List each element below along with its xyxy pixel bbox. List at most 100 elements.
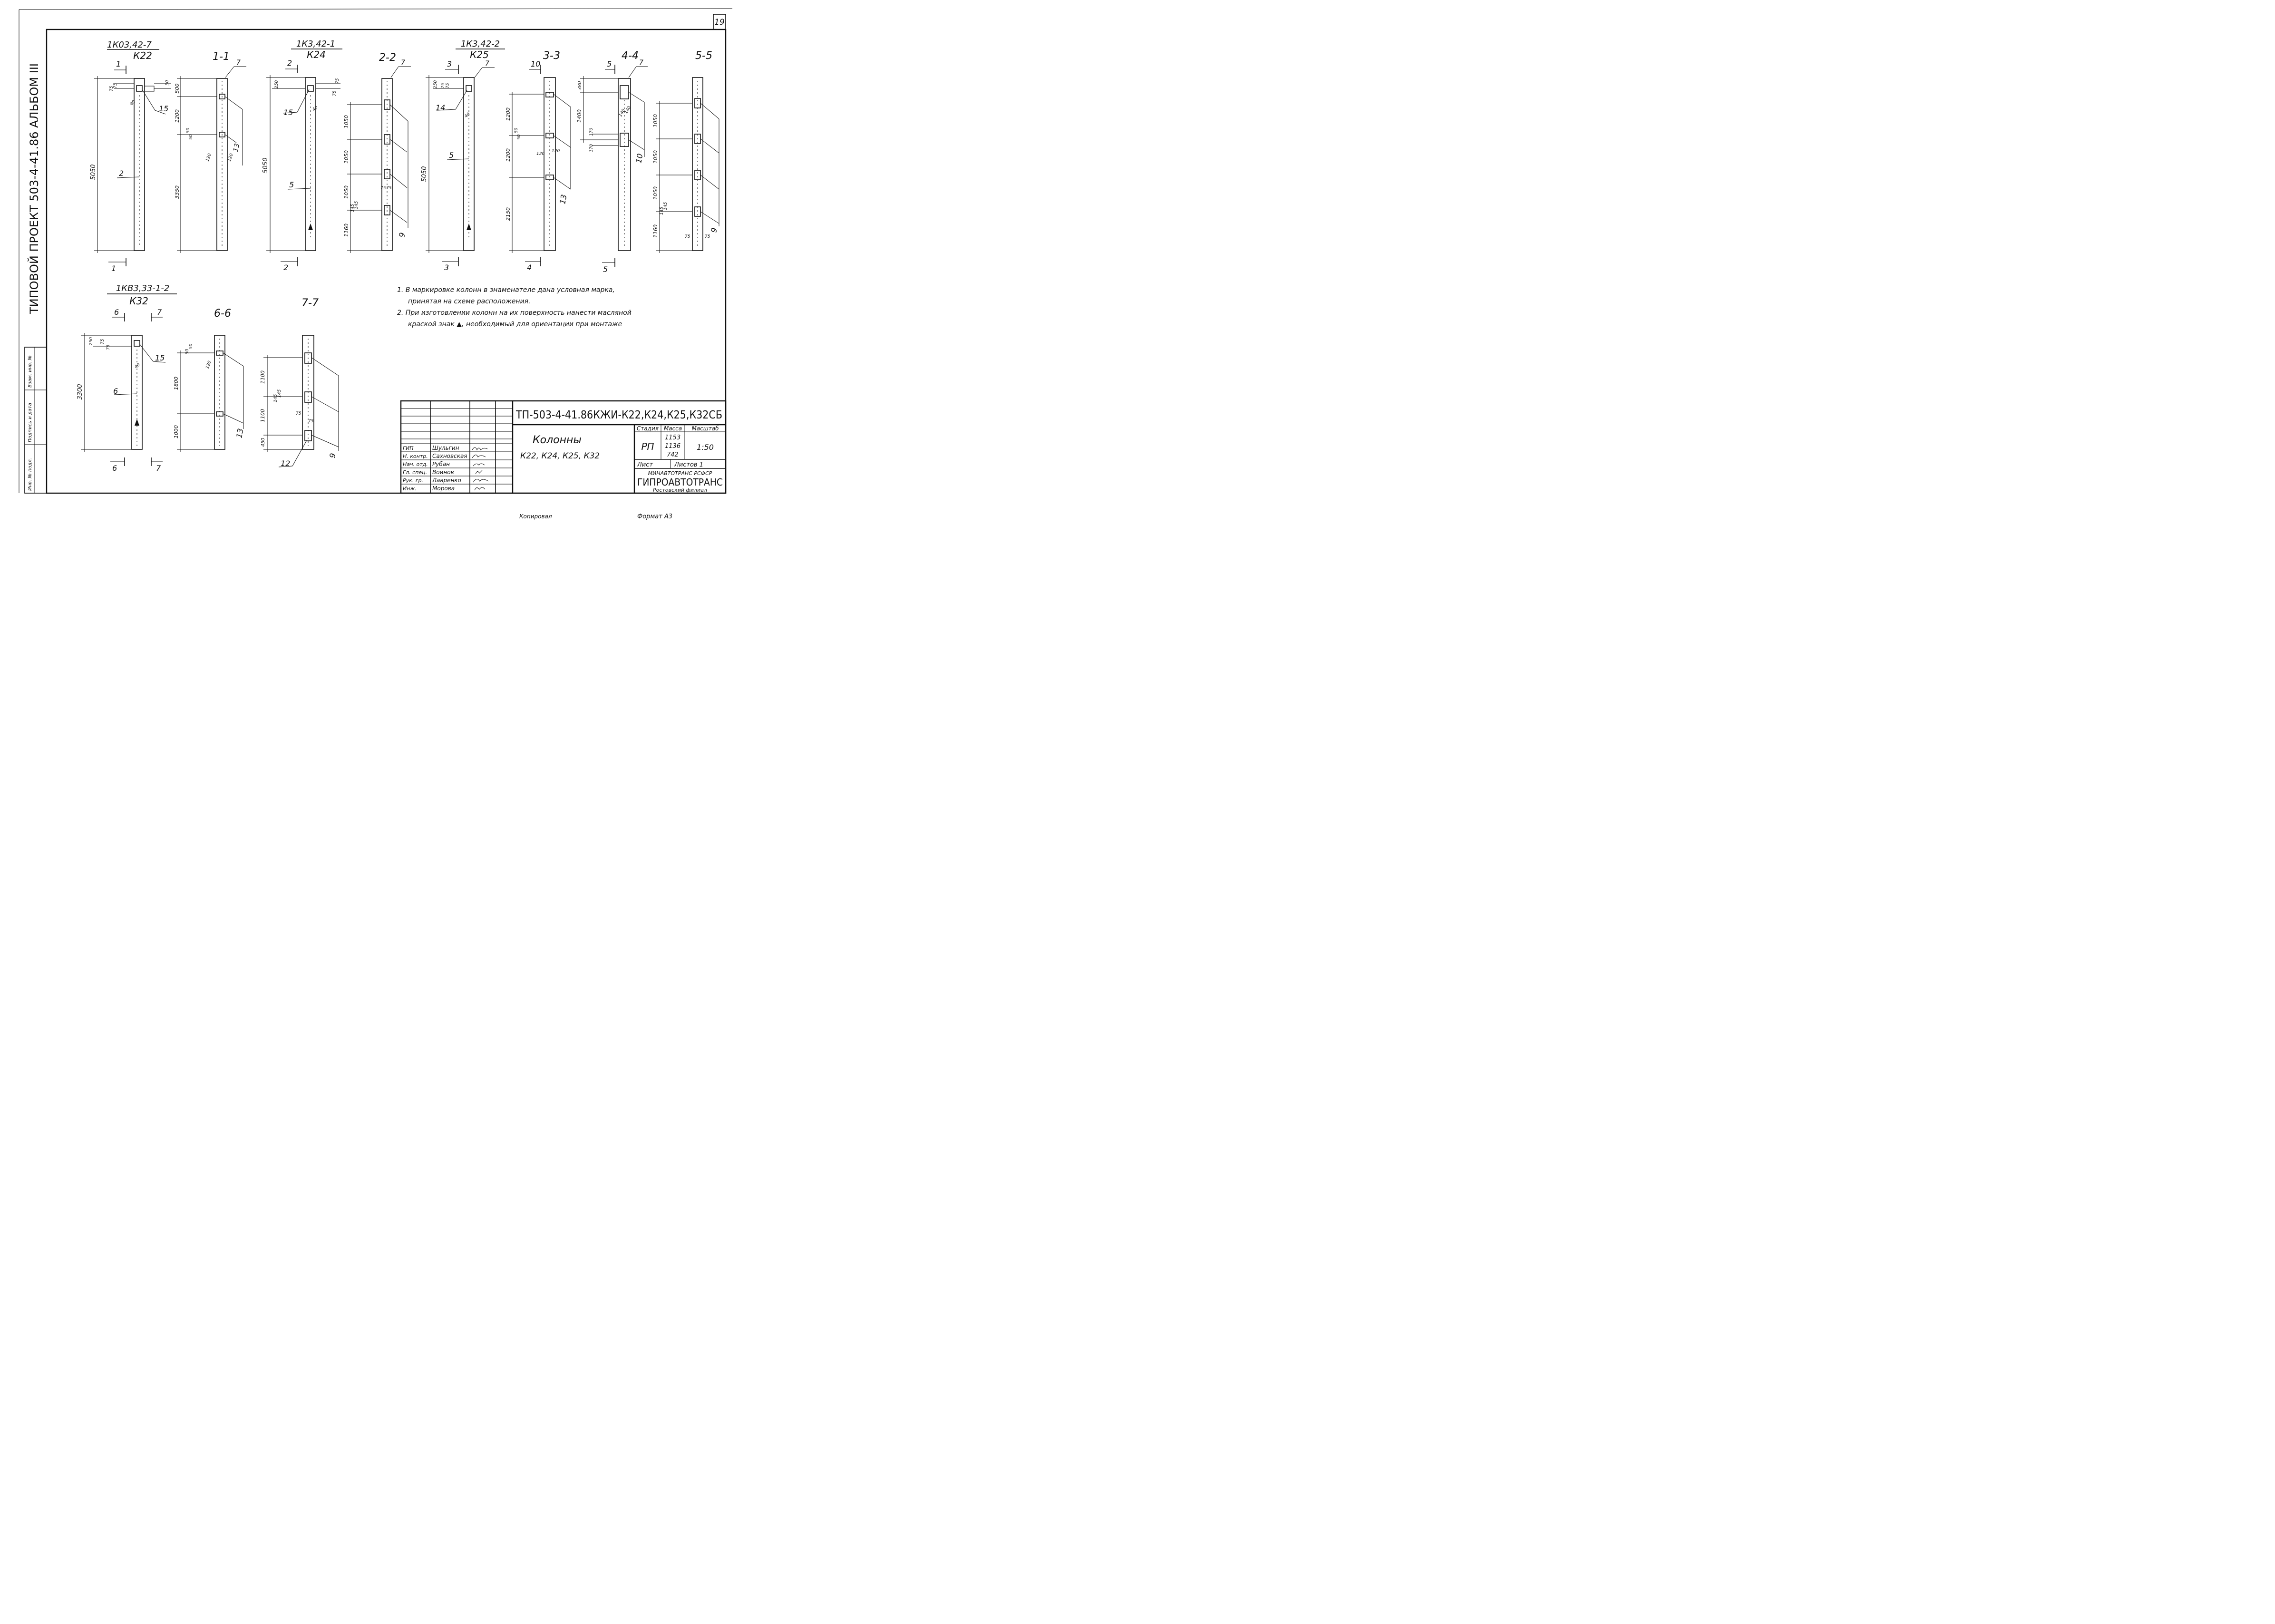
svg-text:7: 7 <box>485 60 489 68</box>
svg-text:5050: 5050 <box>262 157 269 173</box>
svg-text:1200: 1200 <box>505 107 511 121</box>
svg-text:15: 15 <box>159 104 168 113</box>
sheet-number-box <box>713 14 726 30</box>
drawing-sheet: 19 ТИПОВОЙ ПРОЕКТ 503-4-41.86 АЛЬБОМ III… <box>19 8 733 520</box>
svg-text:10: 10 <box>634 153 644 164</box>
svg-text:250: 250 <box>89 337 94 345</box>
svg-text:170: 170 <box>589 144 594 152</box>
svg-text:1050: 1050 <box>343 185 350 199</box>
svg-text:6: 6 <box>112 464 117 473</box>
note-1-cont: принятая на схеме расположения. <box>408 298 530 305</box>
svg-text:40: 40 <box>129 99 136 107</box>
svg-text:Сахновская: Сахновская <box>432 453 467 459</box>
svg-text:3: 3 <box>447 59 452 68</box>
svg-text:75: 75 <box>308 419 314 424</box>
svg-text:75: 75 <box>380 186 386 191</box>
svg-text:9: 9 <box>328 452 337 458</box>
stage-value: РП <box>641 441 654 452</box>
section-5-5: 5-5 1050 1050 1050 1160 145 145 75 75 9 <box>652 50 719 253</box>
svg-text:4: 4 <box>527 263 532 272</box>
svg-text:145: 145 <box>350 204 355 212</box>
svg-text:1800: 1800 <box>173 377 179 390</box>
svg-text:380: 380 <box>577 81 583 90</box>
svg-text:5: 5 <box>289 180 294 189</box>
svg-text:7: 7 <box>157 308 162 317</box>
svg-text:120: 120 <box>205 153 212 162</box>
column-k22: 1К03,42-7 К22 5050 75 75 50 40 15 2 1 1 <box>90 40 171 273</box>
svg-text:1000: 1000 <box>173 425 179 438</box>
svg-text:Инж.: Инж. <box>403 486 417 492</box>
svg-text:50: 50 <box>189 343 194 349</box>
svg-text:5: 5 <box>449 151 454 160</box>
org-branch: Ростовский филиал <box>653 487 707 493</box>
section-1-1: 1-1 7 500 1200 3350 50 50 120 120 13 <box>174 51 246 253</box>
svg-text:Подпись и дата: Подпись и дата <box>28 403 33 442</box>
svg-text:1160: 1160 <box>343 224 350 237</box>
side-stamp: Инв. № подл. Подпись и дата Взам. инв. № <box>24 347 47 494</box>
mass-value-3: 742 <box>667 451 679 458</box>
svg-text:75: 75 <box>100 339 105 344</box>
svg-text:50: 50 <box>189 134 194 140</box>
handwritten-signatures <box>472 447 489 491</box>
svg-text:1К3,42-2: 1К3,42-2 <box>461 39 500 49</box>
svg-text:2-2: 2-2 <box>379 52 396 64</box>
svg-text:1: 1 <box>116 59 121 68</box>
mass-value-1: 1153 <box>665 434 681 441</box>
svg-text:1100: 1100 <box>260 409 266 422</box>
svg-text:1К3,42-1: 1К3,42-1 <box>296 39 335 49</box>
svg-text:3300: 3300 <box>77 384 84 399</box>
svg-text:3: 3 <box>444 263 449 272</box>
svg-text:1: 1 <box>111 264 116 273</box>
svg-text:75: 75 <box>296 411 301 416</box>
svg-text:75: 75 <box>705 234 710 239</box>
svg-text:ГИП: ГИП <box>403 445 414 451</box>
svg-text:7: 7 <box>639 59 643 67</box>
scale-value: 1:50 <box>697 443 714 452</box>
svg-text:50: 50 <box>185 349 190 354</box>
svg-text:500: 500 <box>174 84 180 94</box>
format-label: Формат А3 <box>637 513 672 520</box>
svg-text:6: 6 <box>113 387 118 396</box>
top-edge-line <box>19 8 733 10</box>
svg-text:Воинов: Воинов <box>432 469 454 476</box>
svg-text:50: 50 <box>165 80 170 86</box>
section-6-6: 6-6 50 50 1800 1000 120 13 <box>173 308 245 452</box>
sheet-number: 19 <box>714 18 725 27</box>
svg-text:75: 75 <box>386 186 392 191</box>
svg-text:50: 50 <box>517 134 522 140</box>
drawing-name: Колонны <box>533 434 582 446</box>
svg-text:12: 12 <box>281 459 290 468</box>
sheet-frame <box>46 29 727 494</box>
svg-text:9: 9 <box>709 227 719 233</box>
svg-text:13: 13 <box>558 194 568 204</box>
svg-text:6: 6 <box>114 308 119 317</box>
svg-text:7: 7 <box>156 464 161 473</box>
svg-text:Рубан: Рубан <box>432 461 450 467</box>
svg-text:75: 75 <box>109 86 114 91</box>
svg-text:К24: К24 <box>307 49 326 60</box>
svg-text:50: 50 <box>514 127 519 133</box>
mass-value-2: 1136 <box>665 443 681 450</box>
svg-text:1200: 1200 <box>505 148 511 162</box>
svg-text:1050: 1050 <box>652 150 659 164</box>
section-3-3: 3-3 1200 1200 2150 50 50 120 120 13 10 4 <box>505 50 571 272</box>
svg-text:1-1: 1-1 <box>213 51 230 63</box>
note-1: 1. В маркировке колонн в знаменателе дан… <box>397 286 615 294</box>
svg-text:40: 40 <box>464 112 471 119</box>
drawing-subname: К22, К24, К25, К32 <box>520 451 600 461</box>
column-k32: 1КВ3,33-1-2 К32 3300 250 75 75 40 15 6 6… <box>77 283 177 473</box>
svg-text:1200: 1200 <box>174 109 180 123</box>
svg-text:Лист: Лист <box>637 461 653 468</box>
svg-text:7-7: 7-7 <box>301 297 319 309</box>
svg-text:Рук. гр.: Рук. гр. <box>403 477 423 484</box>
svg-text:9: 9 <box>397 232 407 238</box>
svg-text:13: 13 <box>234 428 245 438</box>
svg-text:Масштаб: Масштаб <box>691 425 719 432</box>
section-4-4: 4-4 7 380 1400 170 170 140 140 10 5 5 <box>576 50 648 274</box>
svg-text:10: 10 <box>531 59 540 68</box>
svg-text:Н. контр.: Н. контр. <box>403 453 428 459</box>
copied-by-label: Копировал <box>519 513 552 520</box>
svg-text:Стадия: Стадия <box>637 425 659 432</box>
title-block: ТП-503-4-41.86КЖИ-К22,К24,К25,К32СБ Коло… <box>400 400 727 494</box>
note-2: 2. При изготовлении колонн на их поверхн… <box>397 309 632 317</box>
